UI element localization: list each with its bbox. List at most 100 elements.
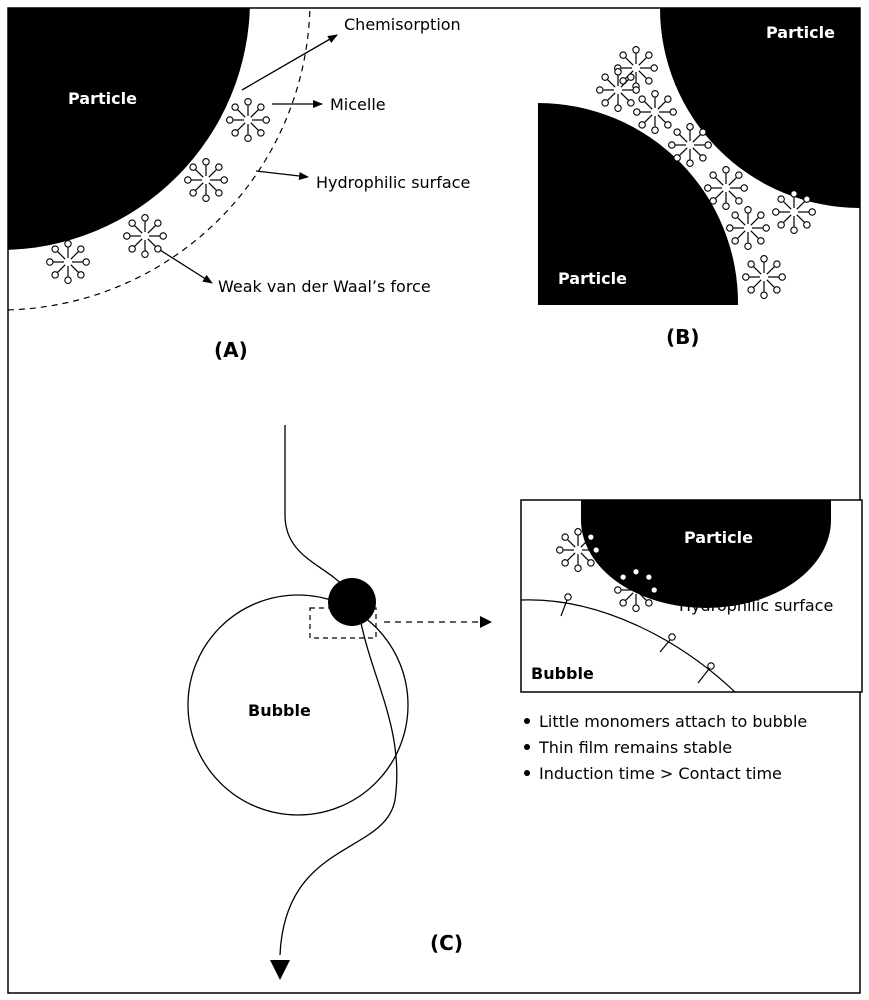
surfactant-head [128, 219, 136, 227]
surfactant-tail [643, 100, 653, 110]
surfactant-head [82, 258, 90, 266]
surfactant-head [735, 197, 743, 205]
surfactant-head [669, 108, 677, 116]
inset-micelle [556, 528, 600, 572]
surfactant-head [673, 154, 681, 162]
bubble [187, 594, 409, 816]
surfactant-head [742, 273, 750, 281]
surfactant-tail [208, 168, 218, 178]
surfactant-head [747, 260, 755, 268]
surfactant-tail [714, 190, 724, 200]
chemisorption-arrow [241, 34, 338, 91]
surfactant-head [189, 163, 197, 171]
surfactant-head [709, 197, 717, 205]
bullet-dot [524, 744, 530, 750]
surfactant-tail [638, 578, 648, 588]
surfactant-tail [194, 168, 204, 178]
surfactant-tail [714, 176, 724, 186]
surfactant-tail [638, 592, 648, 602]
surfactant-head [587, 559, 595, 567]
surfactant-head [574, 528, 582, 536]
surfactant-head [601, 99, 609, 107]
surfactant-head [651, 126, 659, 134]
surfactant-head [159, 232, 167, 240]
panel-a-micelle [46, 240, 90, 284]
surfactant-head [699, 128, 707, 136]
inset-bubble-label: Bubble [531, 664, 594, 683]
surfactant-head [645, 573, 653, 581]
surfactant-head [777, 195, 785, 203]
micelle-label: Micelle [330, 95, 386, 114]
surfactant-head [704, 184, 712, 192]
surfactant-head [77, 271, 85, 279]
bullet-list: Little monomers attach to bubble Thin fi… [524, 712, 807, 783]
surfactant-head [790, 190, 798, 198]
surfactant-head [141, 250, 149, 258]
bullet-item: Thin film remains stable [538, 738, 732, 757]
panel-b-particle-bottom-label: Particle [558, 269, 627, 288]
surfactant-head [735, 171, 743, 179]
panel-a: Particle Chemisorption Micelle Hydrophil… [8, 8, 470, 362]
inset: Particle Hydrophilic surface Bubble [520, 499, 863, 693]
surfactant-head [614, 104, 622, 112]
panel-a-caption: (A) [214, 338, 248, 362]
surfactant-tail [56, 264, 66, 274]
surfactant-head [64, 240, 72, 248]
surfactant-tail [70, 264, 80, 274]
surfactant-head [803, 221, 811, 229]
hydrophilic-arrow [255, 170, 309, 180]
surfactant-tail [643, 114, 653, 124]
surfactant-head [704, 141, 712, 149]
surfactant-head [668, 141, 676, 149]
bullet-dot [524, 770, 530, 776]
surfactant-head [262, 116, 270, 124]
panel-b-micelle [726, 206, 770, 250]
panel-a-micelle [226, 98, 270, 142]
panel-a-particle-label: Particle [68, 89, 137, 108]
surfactant-tail [796, 214, 806, 224]
surfactant-head [77, 245, 85, 253]
surfactant-head [645, 77, 653, 85]
surfactant-head [231, 103, 239, 111]
panel-c-particle [328, 578, 376, 626]
panel-c: Bubble Particle Hydrophilic surface Bubb… [187, 425, 863, 980]
surfactant-head [645, 599, 653, 607]
surfactant-tail [752, 265, 762, 275]
surfactant-tail [624, 578, 634, 588]
surfactant-tail [580, 552, 590, 562]
surfactant-tail [624, 56, 634, 66]
surfactant-head [778, 273, 786, 281]
surfactant-head [619, 599, 627, 607]
surfactant-head [709, 171, 717, 179]
surfactant-head [619, 573, 627, 581]
panel-b: Particle Particle (B) [538, 8, 860, 349]
panel-b-particle-bottom [538, 103, 739, 305]
surfactant-head [722, 202, 730, 210]
surfactant-head [790, 226, 798, 234]
surfactant-tail [147, 238, 157, 248]
surfactant-tail [624, 592, 634, 602]
surfactant-tail [638, 56, 648, 66]
van-der-waals-arrow [159, 249, 213, 284]
surfactant-head [51, 271, 59, 279]
surfactant-tail [782, 214, 792, 224]
surfactant-head [592, 546, 600, 554]
surfactant-tail [752, 279, 762, 289]
surfactant-head [154, 219, 162, 227]
surfactant-tail [208, 182, 218, 192]
van-der-waals-label: Weak van der Waal’s force [218, 277, 431, 296]
inset-monomer [697, 662, 715, 684]
panel-b-micelle [772, 190, 816, 234]
surfactant-tail [728, 176, 738, 186]
surfactant-tail [692, 147, 702, 157]
surfactant-head [664, 121, 672, 129]
panel-b-micelle [633, 90, 677, 134]
surfactant-head [215, 189, 223, 197]
surfactant-head [257, 129, 265, 137]
surfactant-tail [766, 265, 776, 275]
surfactant-tail [782, 200, 792, 210]
surfactant-head [244, 98, 252, 106]
surfactant-head [744, 206, 752, 214]
surfactant-tail [620, 78, 630, 88]
